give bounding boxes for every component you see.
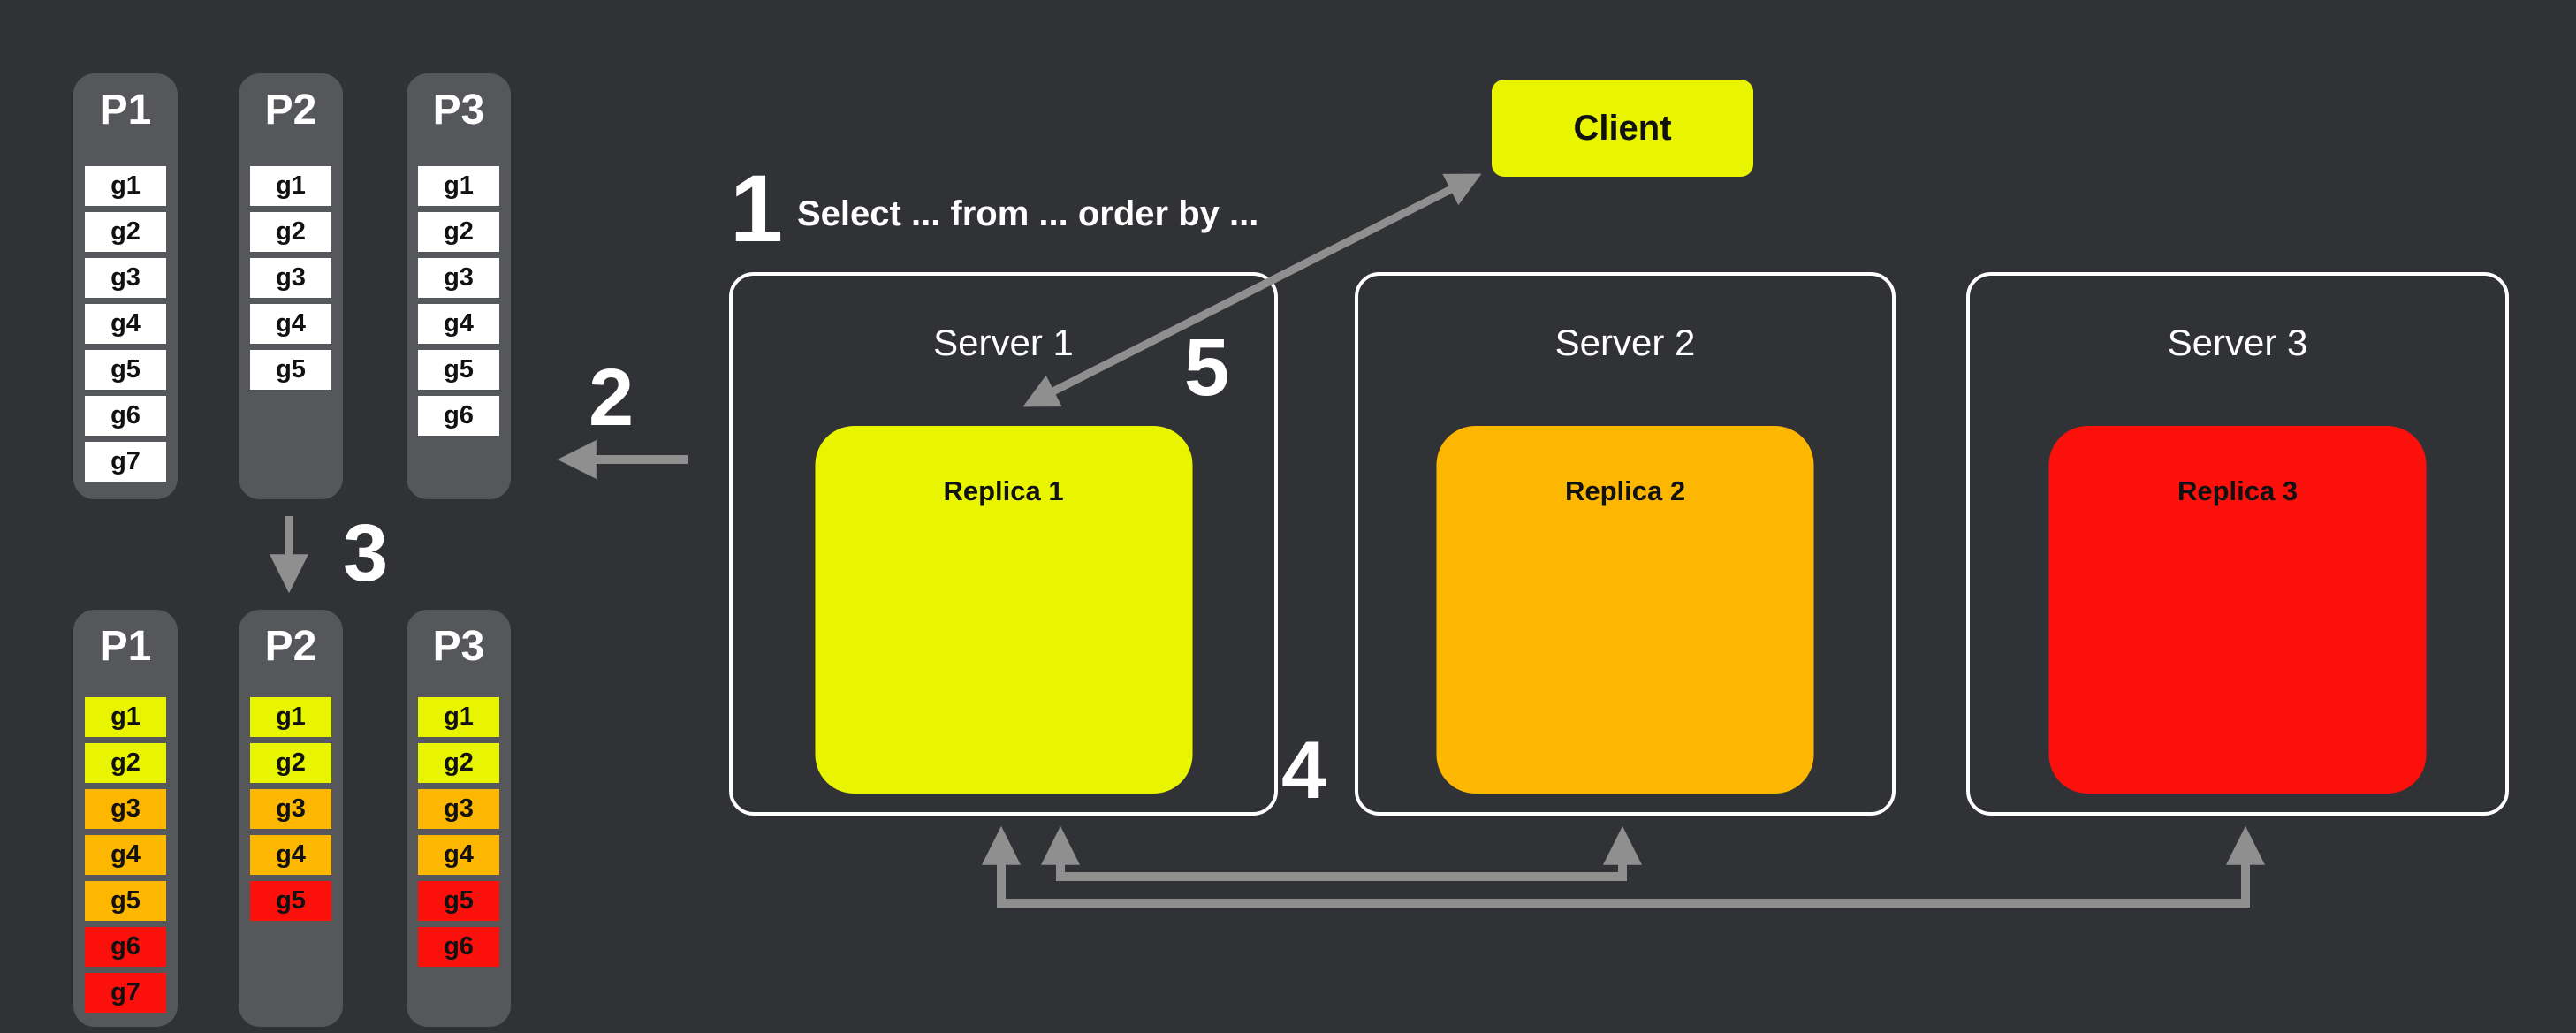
partition-bottom-p2: P2 g1 g2 g3 g4 g5 [239,610,343,1027]
group-cell: g1 [250,697,331,737]
step-2-number: 2 [589,353,635,443]
group-cell: g6 [418,396,499,436]
group-cell: g6 [418,927,499,967]
partition-top-p1: P1 g1 g2 g3 g4 g5 g6 g7 [73,73,178,499]
group-cell: g3 [85,258,166,298]
step-4-number: 4 [1281,725,1327,816]
group-cell: g4 [250,835,331,875]
partition-title: P1 [99,87,152,133]
group-cell: g2 [418,743,499,783]
partition-title: P3 [432,87,485,133]
group-cell: g1 [418,166,499,206]
arrow-server3-to-server1 [981,825,2266,908]
arrow-server2-to-server1 [1040,825,1643,881]
group-cell: g5 [418,881,499,921]
step-1-query-text: Select ... from ... order by ... [797,194,1259,233]
group-cell: g5 [85,881,166,921]
step-5-number: 5 [1184,323,1230,413]
group-cell: g6 [85,927,166,967]
group-cell: g1 [85,166,166,206]
group-cell: g7 [85,973,166,1013]
partition-items: g1 g2 g3 g4 g5 [250,697,331,921]
group-cell: g2 [85,212,166,252]
group-cell: g1 [418,697,499,737]
partition-top-p2: P2 g1 g2 g3 g4 g5 [239,73,343,499]
partition-items: g1 g2 g3 g4 g5 g6 g7 [85,166,166,482]
partition-items: g1 g2 g3 g4 g5 g6 g7 [85,697,166,1013]
group-cell: g1 [85,697,166,737]
server-title: Server 3 [2167,322,2308,363]
replica-3-box: Replica 3 [2048,426,2427,794]
group-cell: g3 [418,789,499,829]
server-title: Server 2 [1554,322,1696,363]
partition-title: P2 [264,87,317,133]
group-cell: g3 [85,789,166,829]
replica-label: Replica 3 [2177,475,2299,506]
group-cell: g3 [418,258,499,298]
replica-label: Replica 1 [943,475,1064,506]
partition-items: g1 g2 g3 g4 g5 [250,166,331,390]
partition-bottom-p3: P3 g1 g2 g3 g4 g5 g6 [407,610,511,1027]
server-2-box: Server 2 Replica 2 [1355,272,1896,816]
step-3-number: 3 [343,508,389,598]
server-3-box: Server 3 Replica 3 [1966,272,2509,816]
group-cell: g1 [250,166,331,206]
client-box: Client [1492,80,1753,177]
group-cell: g4 [418,304,499,344]
group-cell: g5 [250,881,331,921]
group-cell: g3 [250,789,331,829]
group-cell: g4 [85,835,166,875]
group-cell: g3 [250,258,331,298]
group-cell: g2 [418,212,499,252]
partition-bottom-p1: P1 g1 g2 g3 g4 g5 g6 g7 [73,610,178,1027]
group-cell: g2 [85,743,166,783]
partition-top-p3: P3 g1 g2 g3 g4 g5 g6 [407,73,511,499]
replica-label: Replica 2 [1564,475,1686,506]
group-cell: g6 [85,396,166,436]
group-cell: g5 [250,350,331,390]
step-1-number: 1 [730,155,784,262]
group-cell: g2 [250,743,331,783]
partition-items: g1 g2 g3 g4 g5 g6 [418,697,499,967]
group-cell: g4 [250,304,331,344]
replica-1-box: Replica 1 [815,426,1192,794]
server-1-box: Server 1 Replica 1 [729,272,1278,816]
group-cell: g5 [85,350,166,390]
partition-title: P2 [264,623,317,670]
replica-2-box: Replica 2 [1436,426,1814,794]
partition-title: P1 [99,623,152,670]
partition-title: P3 [432,623,485,670]
group-cell: g2 [250,212,331,252]
group-cell: g4 [85,304,166,344]
group-cell: g4 [418,835,499,875]
group-cell: g7 [85,442,166,482]
group-cell: g5 [418,350,499,390]
partition-items: g1 g2 g3 g4 g5 g6 [418,166,499,436]
